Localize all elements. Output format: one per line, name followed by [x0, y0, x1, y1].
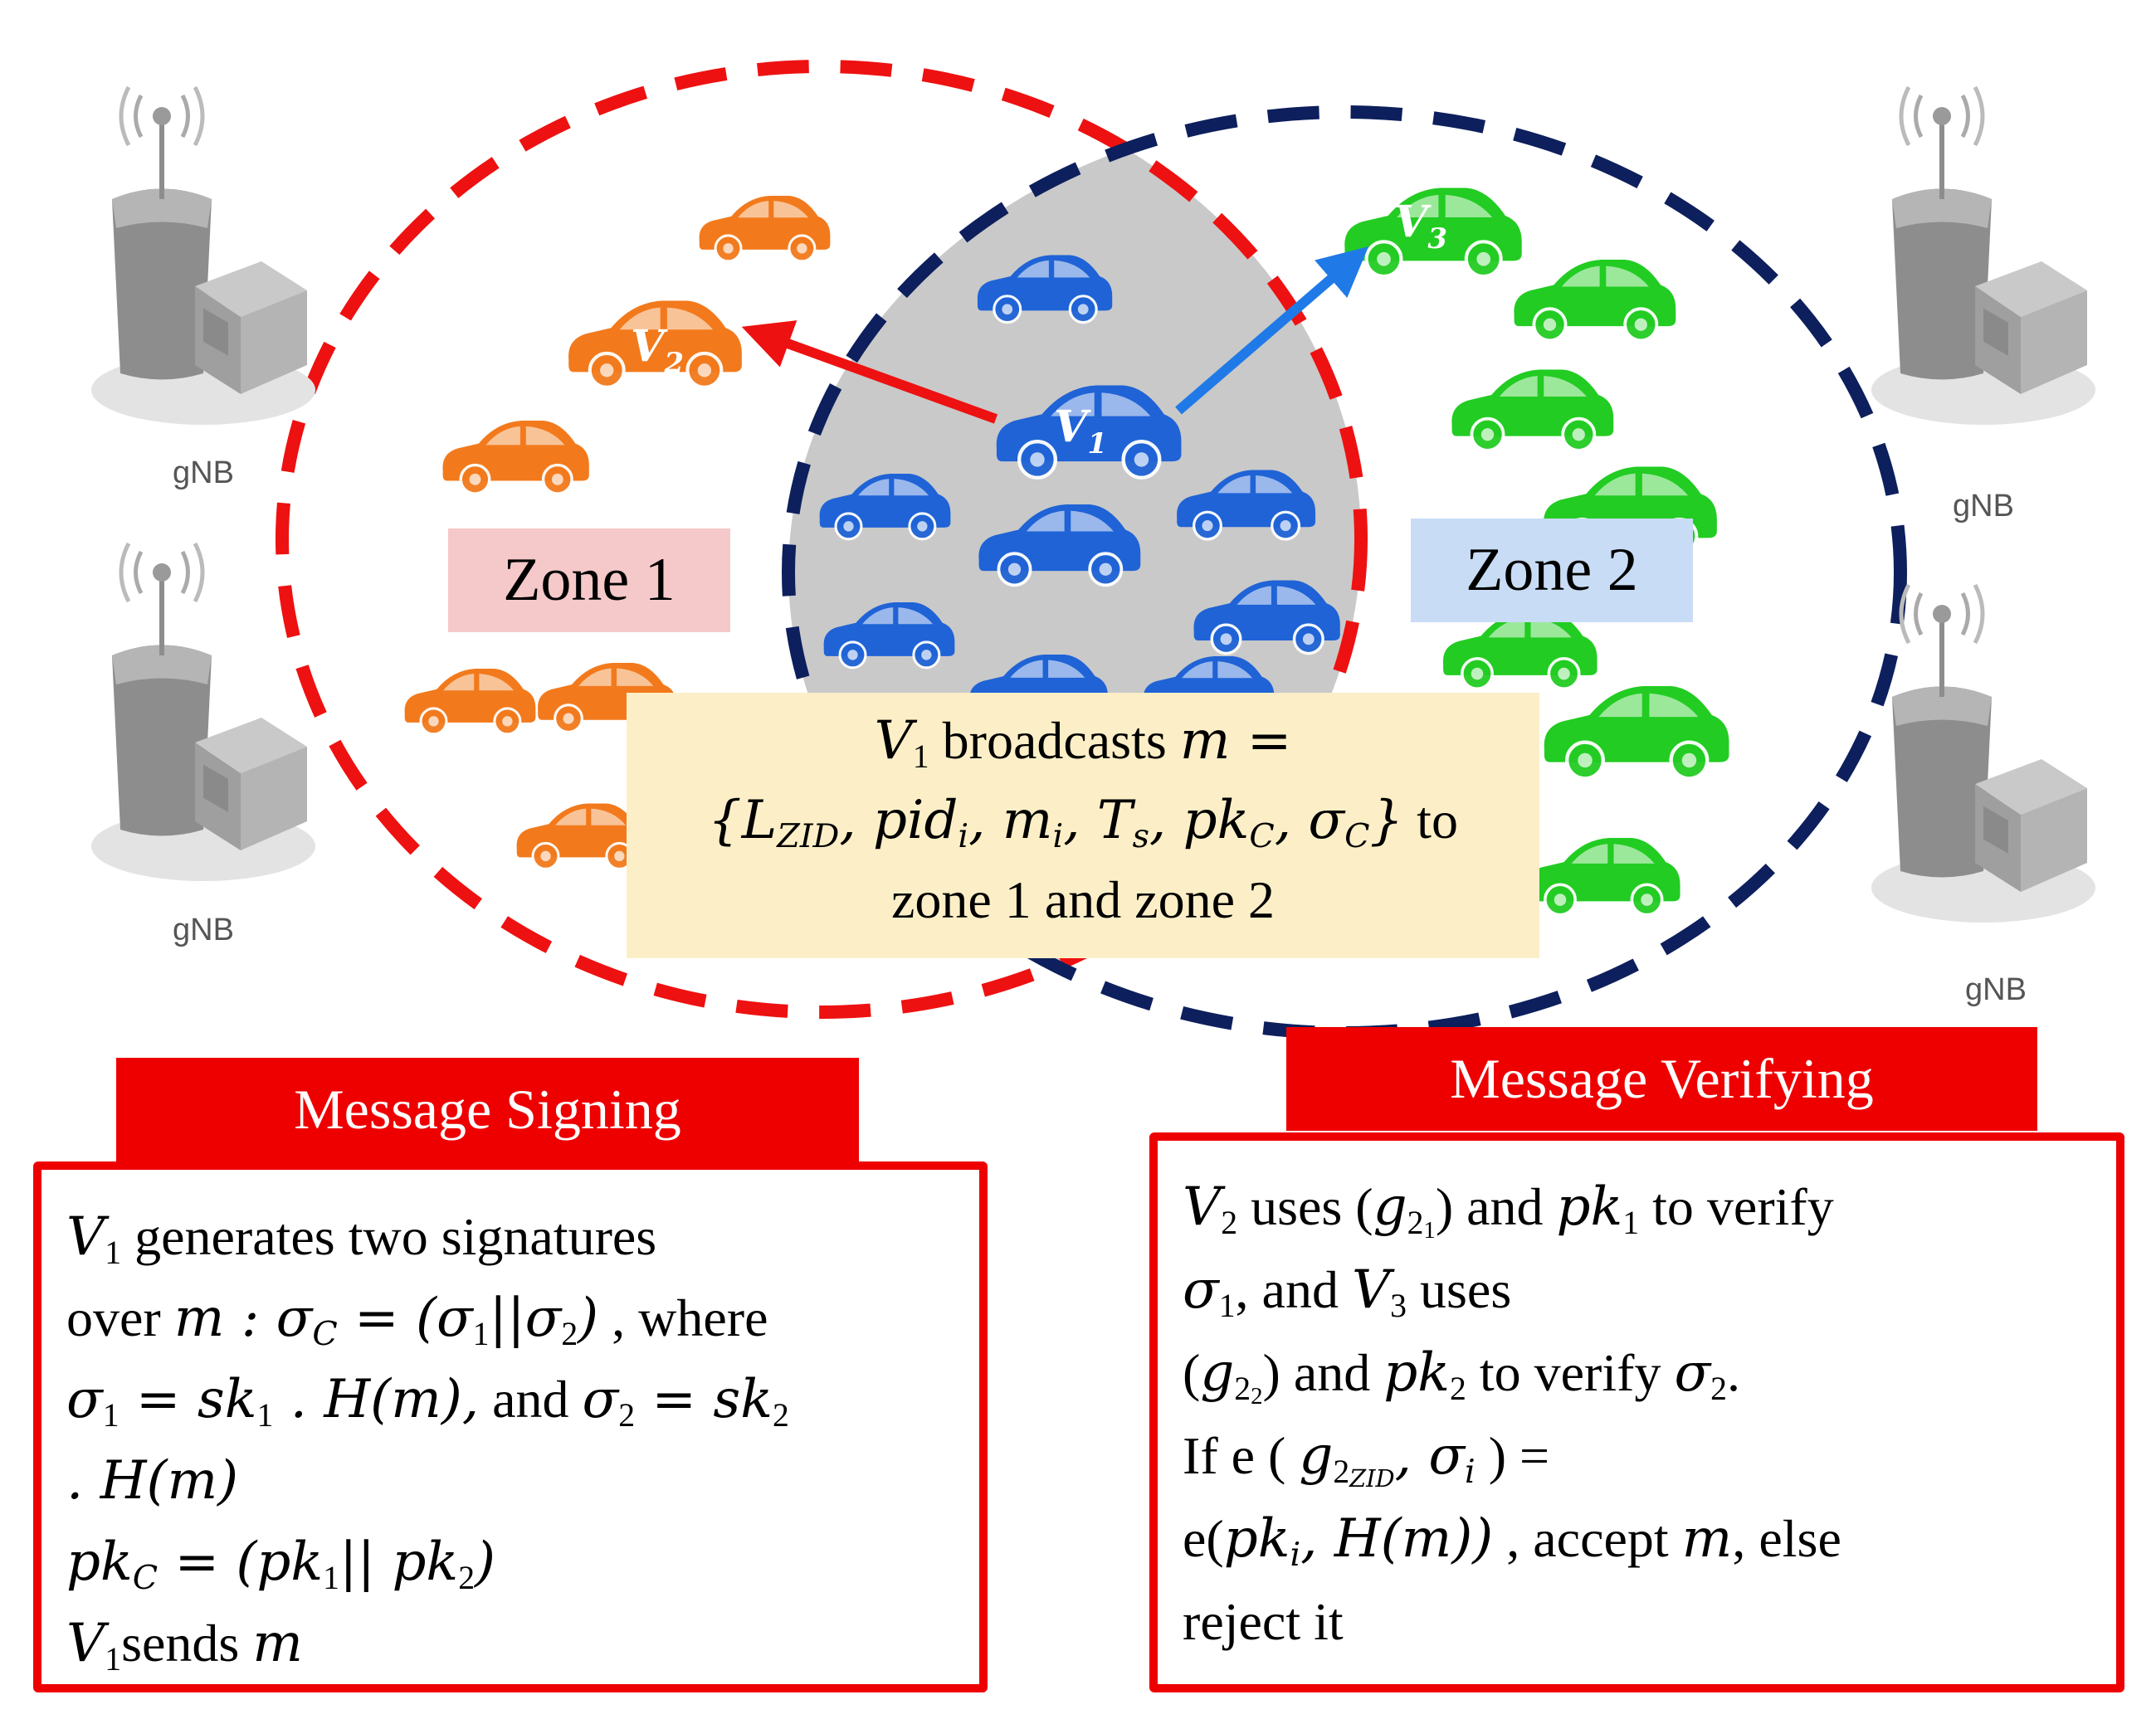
vehicle	[1544, 686, 1729, 778]
verifying-line-6: reject it	[1183, 1592, 1344, 1651]
gnb-label: gNB	[173, 913, 234, 947]
verifying-line-4: If e ( g2ZID, σi ) =	[1183, 1425, 1550, 1493]
zone2-boundary	[782, 105, 1907, 1040]
gnb-bottom-right: gNB	[1871, 585, 2095, 1007]
signing-line-6: V1sends m	[66, 1613, 303, 1678]
broadcast-line-3: zone 1 and zone 2	[890, 870, 1276, 929]
vehicle	[1443, 612, 1597, 689]
arrow-v1-to-v3	[1175, 246, 1369, 415]
broadcast-line-2: {LZID, pidi, mi, Ts, pkC, σC} to	[708, 790, 1458, 856]
v2-label: V2	[631, 321, 684, 380]
vehicle	[700, 196, 831, 261]
zone1-label: Zone 1	[448, 528, 730, 632]
vehicle-v3: V3	[1344, 188, 1521, 277]
message-verifying-box: V2 uses (g21) and pk1 to verify σ1, and …	[1149, 1132, 2124, 1692]
gnb-bottom-left: gNB	[91, 543, 315, 947]
signing-line-2: over m : σC = (σ1||σ2) , where	[66, 1288, 768, 1354]
v1-label: V1	[1054, 402, 1107, 460]
gnb-label: gNB	[1953, 489, 2014, 523]
vehicle-v2: V2	[568, 301, 742, 387]
v3-label: V3	[1394, 197, 1447, 256]
signing-line-4: . H(m)	[66, 1450, 239, 1512]
zone1-boundary	[276, 60, 1368, 1019]
verifying-line-3: (g22) and pk2 to verify σ2.	[1183, 1342, 1740, 1410]
verifying-line-5: e(pki, H(m)) , accept m, else	[1183, 1508, 1841, 1575]
arrow-v1-to-v2	[741, 320, 998, 424]
gnb-top-left: gNB	[91, 87, 315, 490]
verifying-line-1: V2 uses (g21) and pk1 to verify	[1183, 1176, 1834, 1244]
message-verifying-title: Message Verifying	[1286, 1027, 2037, 1131]
vehicle	[1526, 838, 1680, 915]
gnb-label: gNB	[1965, 972, 2027, 1007]
zone2-label: Zone 2	[1411, 519, 1693, 622]
vehicle	[405, 669, 536, 734]
broadcast-box: V1 broadcasts m = {LZID, pidi, mi, Ts, p…	[627, 693, 1539, 958]
message-signing-box: V1 generates two signatures over m : σC …	[33, 1161, 988, 1692]
signing-line-3: σ1 = sk1 . H(m), and σ2 = sk2	[66, 1369, 789, 1434]
signing-line-5: pkC = (pk1|| pk2)	[66, 1532, 496, 1598]
broadcast-line-1: V1 broadcasts m =	[874, 710, 1292, 776]
vehicle	[1451, 370, 1613, 450]
vehicle-v1: V1	[997, 386, 1182, 478]
vehicle	[442, 421, 588, 494]
gnb-label: gNB	[173, 455, 234, 490]
signing-line-1: V1 generates two signatures	[66, 1206, 657, 1272]
vehicle	[1514, 260, 1676, 340]
message-signing-title: Message Signing	[116, 1058, 859, 1161]
verifying-line-2: σ1, and V3 uses	[1183, 1259, 1512, 1325]
gnb-top-right: gNB	[1871, 87, 2095, 523]
